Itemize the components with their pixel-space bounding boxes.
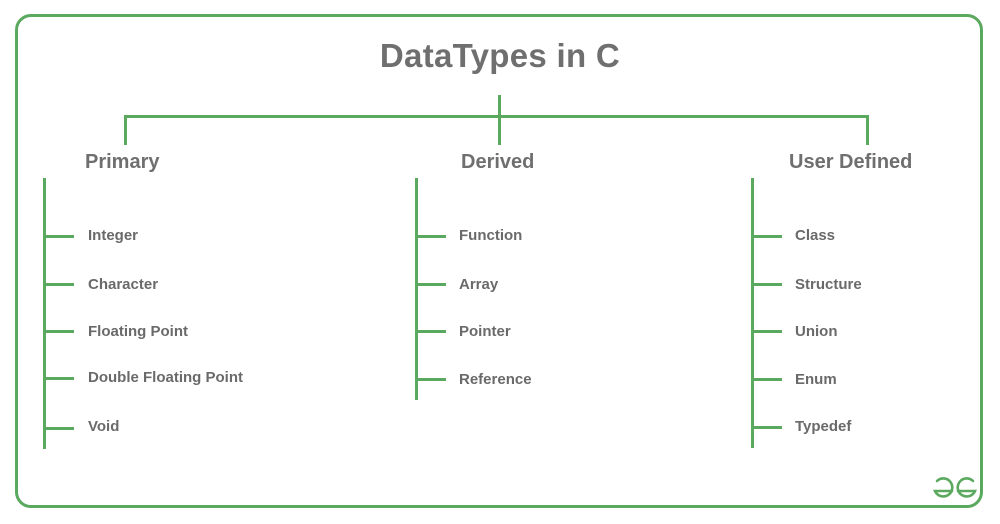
primary-tick (43, 330, 74, 333)
user-defined-item-typedef: Typedef (795, 418, 852, 435)
user-defined-item-enum: Enum (795, 371, 837, 388)
root-connector (498, 95, 501, 145)
derived-tick (415, 330, 446, 333)
derived-item-function: Function (459, 227, 523, 244)
primary-item-double-floating-point: Double Floating Point (88, 369, 243, 386)
primary-item-integer: Integer (88, 227, 139, 244)
user-defined-tick (751, 283, 782, 286)
primary-item-character: Character (88, 276, 159, 293)
user-defined-item-union: Union (795, 323, 838, 340)
geeksforgeeks-logo-icon (933, 477, 977, 498)
category-primary: Primary (85, 151, 160, 173)
primary-tick (43, 377, 74, 380)
derived-tick (415, 378, 446, 381)
branch-connector (124, 115, 869, 118)
primary-item-void: Void (88, 418, 120, 435)
user-defined-item-class: Class (795, 227, 836, 244)
user-defined-tick (751, 426, 782, 429)
primary-trunk (43, 178, 46, 449)
derived-item-array: Array (459, 276, 499, 293)
branch-drop-user-defined (866, 115, 869, 145)
category-user-defined: User Defined (789, 151, 913, 173)
primary-tick (43, 235, 74, 238)
category-derived: Derived (461, 151, 535, 173)
primary-tick (43, 427, 74, 430)
user-defined-tick (751, 378, 782, 381)
branch-drop-primary (124, 115, 127, 145)
user-defined-item-structure: Structure (795, 276, 862, 293)
diagram-title: DataTypes in C (379, 37, 621, 74)
user-defined-tick (751, 330, 782, 333)
derived-tick (415, 283, 446, 286)
user-defined-tick (751, 235, 782, 238)
primary-tick (43, 283, 74, 286)
derived-trunk (415, 178, 418, 400)
derived-tick (415, 235, 446, 238)
primary-item-floating-point: Floating Point (88, 323, 188, 340)
diagram-frame (15, 14, 983, 508)
derived-item-reference: Reference (459, 371, 532, 388)
derived-item-pointer: Pointer (459, 323, 511, 340)
user-defined-trunk (751, 178, 754, 448)
